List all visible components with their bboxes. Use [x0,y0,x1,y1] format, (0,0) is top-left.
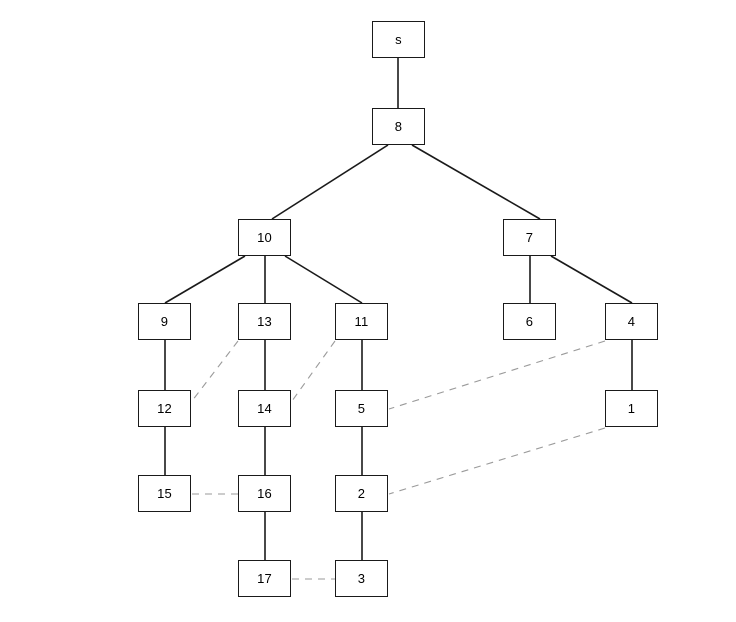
node-14[interactable]: 14 [238,390,291,427]
node-6[interactable]: 6 [503,303,556,340]
node-label: 14 [257,401,272,416]
edge-13-to-12 [191,340,239,402]
node-label: 9 [160,314,169,329]
node-9[interactable]: 9 [138,303,191,340]
edge-1-to-2 [388,427,606,495]
node-label: 11 [354,314,369,329]
node-label: 8 [394,119,403,134]
node-16[interactable]: 16 [238,475,291,512]
node-3[interactable]: 3 [335,560,388,597]
node-label: 13 [257,314,272,329]
node-label: 3 [357,571,366,586]
node-7[interactable]: 7 [503,219,556,256]
node-label: 16 [257,486,272,501]
node-2[interactable]: 2 [335,475,388,512]
edge-10-to-11 [284,255,363,304]
node-label: 10 [257,230,272,245]
edge-10-to-9 [164,255,246,304]
node-label: 17 [257,571,272,586]
node-label: 5 [357,401,366,416]
node-4[interactable]: 4 [605,303,658,340]
node-12[interactable]: 12 [138,390,191,427]
node-10[interactable]: 10 [238,219,291,256]
node-17[interactable]: 17 [238,560,291,597]
edge-7-to-4 [550,255,633,304]
node-label: 15 [157,486,172,501]
node-label: 7 [525,230,534,245]
node-label: 2 [357,486,366,501]
node-s[interactable]: s [372,21,425,58]
node-1[interactable]: 1 [605,390,658,427]
node-label: 6 [525,314,534,329]
node-label: 4 [627,314,636,329]
edge-4-to-5 [388,340,606,410]
edge-8-to-10 [271,144,389,220]
edge-11-to-14 [291,340,336,402]
node-label: 1 [627,401,636,416]
node-label: s [395,32,402,47]
node-11[interactable]: 11 [335,303,388,340]
node-8[interactable]: 8 [372,108,425,145]
edge-8-to-7 [411,144,541,220]
node-label: 12 [157,401,172,416]
node-15[interactable]: 15 [138,475,191,512]
node-5[interactable]: 5 [335,390,388,427]
node-13[interactable]: 13 [238,303,291,340]
